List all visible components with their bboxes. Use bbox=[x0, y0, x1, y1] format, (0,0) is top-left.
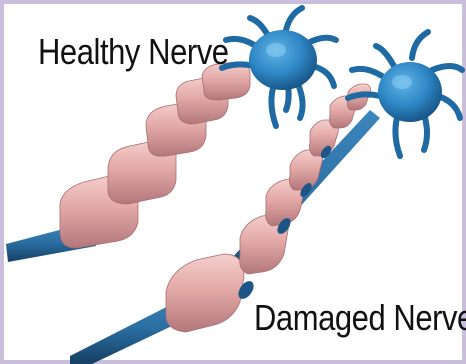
healthy-myelin-sheath bbox=[60, 62, 250, 248]
damaged-nerve-label: Damaged Nerve bbox=[254, 298, 466, 338]
healthy-neuron-icon bbox=[222, 8, 336, 126]
damaged-neuron-icon bbox=[348, 32, 462, 156]
healthy-nerve-label: Healthy Nerve bbox=[38, 32, 229, 72]
